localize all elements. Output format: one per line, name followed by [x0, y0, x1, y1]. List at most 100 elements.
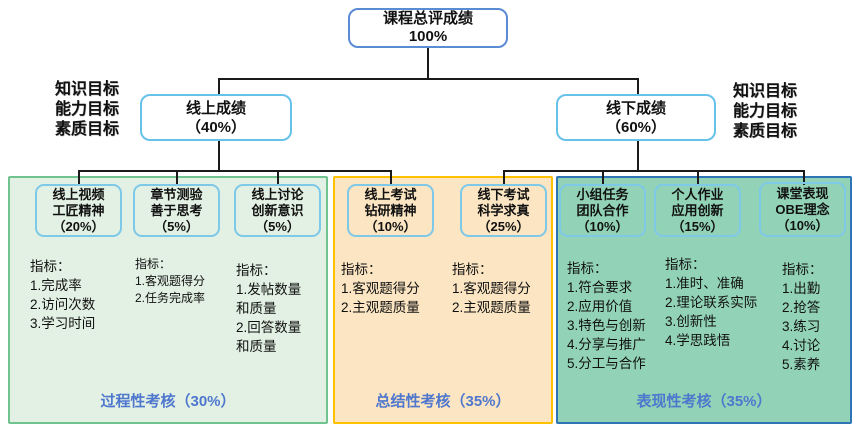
indicator-list: 1.准时、准确 2.理论联系实际 3.创新性 4.学思践悟: [665, 274, 779, 350]
indicator-item: 3.创新性: [665, 314, 717, 329]
goal-label: 知识目标: [733, 83, 798, 100]
indicator-item: 3.练习: [782, 319, 821, 334]
connector-offline-stem: [637, 141, 639, 171]
node-offline-score: 线下成绩 （60%）: [556, 94, 716, 141]
indicator-header: 指标：: [782, 262, 823, 277]
node-title: 线上成绩: [185, 99, 246, 117]
node-line: 钻研精神: [364, 202, 417, 218]
connector-level1-branch: [218, 78, 638, 80]
goal-label: 能力目标: [733, 103, 798, 120]
connector-drop-discussion: [277, 170, 279, 185]
connector-drop-quiz: [176, 170, 178, 185]
indicator-header: 指标：: [236, 263, 277, 278]
indicator-header: 指标：: [665, 257, 706, 272]
indicator-item: 3.学习时间: [30, 316, 96, 331]
node-line: 课堂表现: [776, 185, 829, 201]
node-line: （20%）: [52, 218, 105, 234]
node-total-grade: 课程总评成绩 100%: [348, 8, 508, 48]
node-personal-homework: 个人作业 应用创新 （15%）: [654, 184, 741, 237]
goal-label: 素质目标: [733, 123, 798, 140]
node-line: （10%）: [364, 218, 417, 234]
indicator-item: 2.理论联系实际: [665, 295, 758, 310]
indicator-item: 1.符合要求: [567, 280, 633, 295]
node-line: 线上讨论: [251, 186, 304, 202]
indicator-item: 1.完成率: [30, 278, 82, 293]
connector-drop-offline-exam: [503, 170, 505, 185]
connector-drop-online: [218, 78, 220, 95]
indicator-item: 2.访问次数: [30, 297, 96, 312]
indicator-item: 4.学思践悟: [665, 333, 731, 348]
node-chapter-quiz: 章节测验 善于思考 （5%）: [133, 184, 220, 237]
indicator-item: 4.分享与推广: [567, 337, 646, 352]
indicator-item: 2.主观题质量: [341, 300, 420, 315]
node-line: 善于思考: [150, 202, 203, 218]
node-line: （5%）: [154, 218, 199, 234]
indicator-item: 5.分工与合作: [567, 356, 646, 371]
indicator-header: 指标：: [135, 257, 172, 271]
node-line: 应用创新: [671, 202, 724, 218]
root-title: 课程总评成绩: [382, 10, 473, 27]
connector-root-stem: [427, 48, 429, 79]
node-offline-exam: 线下考试 科学求真 （25%）: [460, 184, 547, 237]
node-line: 工匠精神: [52, 202, 105, 218]
node-line: （5%）: [255, 218, 300, 234]
node-online-score: 线上成绩 （40%）: [140, 94, 292, 141]
node-line: 线下考试: [477, 186, 530, 202]
indicator-item: 5.素养: [782, 357, 821, 372]
connector-offline-branch: [503, 170, 804, 172]
panel-footer-performance: 表现性考核（35%）: [636, 393, 772, 410]
indicator-item: 2.任务完成率: [135, 291, 206, 305]
node-line: OBE理念: [775, 201, 830, 217]
node-classroom-performance: 课堂表现 OBE理念 （10%）: [759, 182, 846, 237]
indicator-list: 1.客观题得分 2.主观题质量: [341, 279, 449, 317]
node-line: （25%）: [477, 218, 530, 234]
node-line: （10%）: [576, 218, 629, 234]
connector-drop-classroom: [803, 170, 805, 185]
node-line: （15%）: [671, 218, 724, 234]
indicator-item: 1.客观题得分: [452, 281, 531, 296]
indicator-item: 4.讨论: [782, 338, 821, 353]
panel-performance-assessment: 表现性考核（35%）: [556, 176, 852, 424]
goal-label: 知识目标: [55, 81, 120, 98]
panel-footer-summative: 总结性考核（35%）: [375, 393, 511, 410]
indicator-item: 1.出勤: [782, 281, 821, 296]
connector-drop-video: [78, 170, 80, 185]
goal-label: 能力目标: [55, 101, 120, 118]
indicator-header: 指标：: [567, 261, 608, 276]
indicator-list: 1.客观题得分 2.主观题质量: [452, 279, 560, 317]
indicator-item: 1.准时、准确: [665, 276, 744, 291]
node-line: 线上视频: [52, 186, 105, 202]
indicator-item: 2.应用价值: [567, 299, 633, 314]
panel-process-assessment: 过程性考核（30%）: [8, 176, 328, 424]
connector-drop-group-task: [602, 170, 604, 185]
node-percent: （40%）: [185, 118, 247, 136]
node-line: 创新意识: [251, 202, 304, 218]
connector-online-stem: [218, 141, 220, 171]
indicator-item: 1.发帖数量和质量: [236, 282, 302, 316]
node-group-task: 小组任务 团队合作 （10%）: [559, 184, 646, 237]
node-line: 章节测验: [150, 186, 203, 202]
indicator-list: 1.完成率 2.访问次数 3.学习时间: [30, 276, 132, 333]
panel-footer-process: 过程性考核（30%）: [100, 393, 236, 410]
indicator-item: 1.客观题得分: [341, 281, 420, 296]
node-percent: （60%）: [605, 118, 667, 136]
node-online-exam: 线上考试 钻研精神 （10%）: [347, 184, 434, 237]
indicator-item: 2.主观题质量: [452, 300, 531, 315]
node-title: 线下成绩: [605, 99, 666, 117]
node-online-discussion: 线上讨论 创新意识 （5%）: [234, 184, 321, 237]
node-line: 小组任务: [576, 186, 629, 202]
indicators-personal-homework: 指标： 1.准时、准确 2.理论联系实际 3.创新性 4.学思践悟: [665, 255, 779, 350]
node-line: 团队合作: [576, 202, 629, 218]
node-line: （10%）: [776, 217, 829, 233]
